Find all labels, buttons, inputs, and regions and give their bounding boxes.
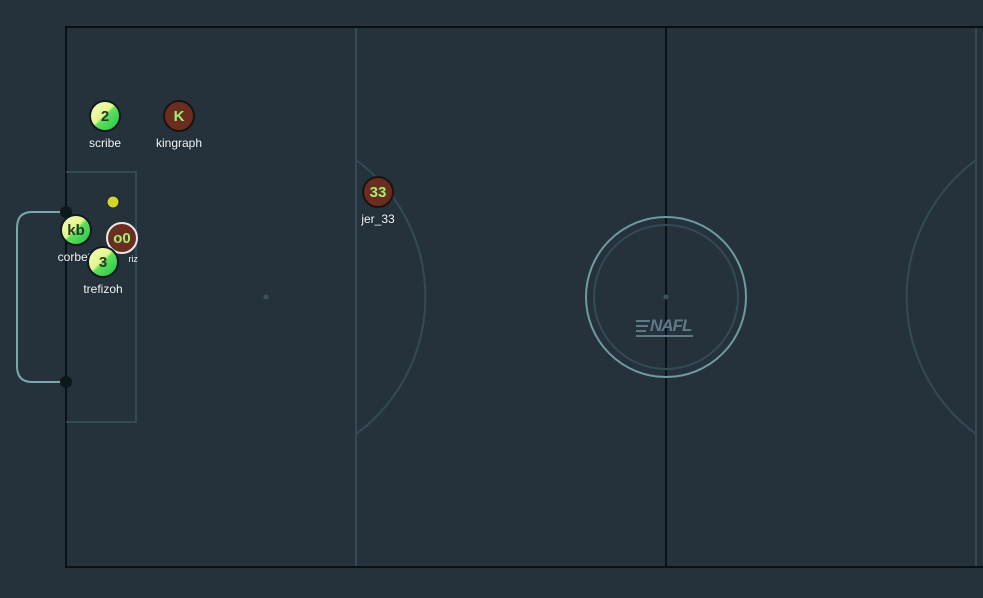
pitch-boundary <box>65 26 983 568</box>
center-circle-outer <box>585 216 747 378</box>
center-spot <box>663 294 669 300</box>
player-kingraph[interactable]: K kingraph <box>156 100 202 150</box>
league-logo: NAFL <box>650 316 692 335</box>
player-disc: 33 <box>362 176 394 208</box>
player-name: trefizoh <box>83 282 123 296</box>
player-trefizoh[interactable]: 3 trefizoh <box>83 246 123 296</box>
player-name: corbett <box>57 250 95 264</box>
player-disc: 2 <box>89 100 121 132</box>
penalty-box <box>66 171 137 423</box>
center-circle-inner <box>593 224 739 370</box>
player-name: riz <box>128 254 138 264</box>
ball[interactable] <box>106 195 120 209</box>
player-name: kingraph <box>155 136 203 150</box>
player-jer33[interactable]: 33 jer_33 <box>361 176 395 226</box>
player-disc: 3 <box>87 246 119 278</box>
kickoff-arc-right <box>905 159 977 435</box>
player-corbett[interactable]: kb corbett <box>58 214 94 264</box>
penalty-spot <box>263 294 269 300</box>
player-scribe[interactable]: 2 scribe <box>89 100 121 150</box>
player-name: scribe <box>88 136 122 150</box>
goal-post-bottom <box>60 376 72 388</box>
goal-net <box>16 211 66 383</box>
player-disc: K <box>163 100 195 132</box>
player-disc: kb <box>60 214 92 246</box>
player-name: jer_33 <box>361 212 395 226</box>
